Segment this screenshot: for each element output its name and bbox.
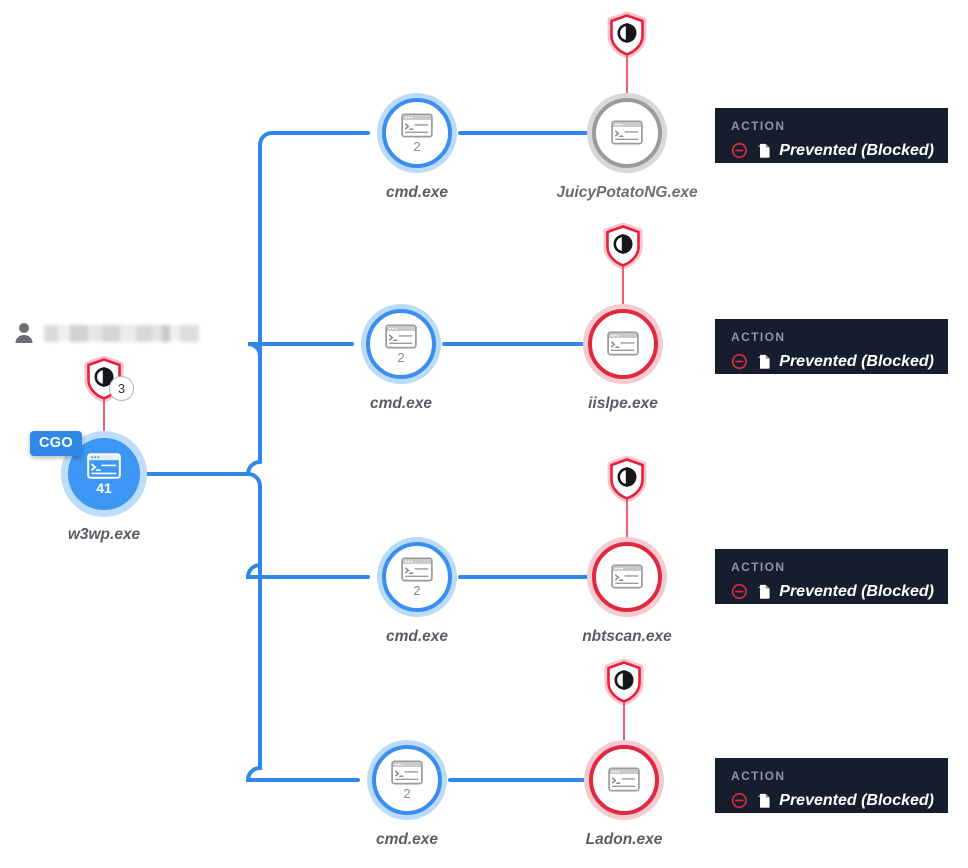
alert-stem [626,52,628,110]
process-node-mid[interactable]: 2 cmd.exe [367,740,447,848]
user-row [14,322,199,344]
action-value: Prevented (Blocked) [779,791,934,809]
node-count: 2 [397,350,405,365]
action-value: Prevented (Blocked) [779,582,934,600]
root-alert-badge[interactable]: 3 [83,355,134,474]
node-count: 41 [96,480,112,496]
node-label: Ladon.exe [585,831,663,848]
terminal-icon [401,113,433,138]
node-label: w3wp.exe [67,526,141,543]
process-node-leaf[interactable]: JuicyPotatoNG.exe [556,93,698,201]
alert-count-badge: 3 [109,376,134,401]
alert-stem [622,263,624,321]
circle-minus-icon [731,583,747,600]
shield-alert-icon [604,658,644,706]
node-count: 2 [413,139,421,154]
leaf-alert-badge[interactable] [606,11,648,110]
node-label: cmd.exe [385,184,449,201]
process-node-mid[interactable]: 2 cmd.exe [377,93,457,201]
terminal-icon [385,324,417,349]
action-title: ACTION [731,560,786,574]
node-label: JuicyPotatoNG.exe [556,184,698,201]
leaf-alert-badge[interactable] [603,658,645,757]
person-icon [15,323,33,343]
process-node-leaf[interactable]: iislpe.exe [583,304,663,412]
circle-minus-icon [731,353,747,370]
action-value: Prevented (Blocked) [779,352,934,370]
node-ring [587,537,667,617]
action-tooltip: ACTION Prevented (Blocked) [715,108,948,163]
file-icon [758,143,770,158]
shield-alert-icon [607,11,647,59]
cgo-badge[interactable]: CGO [30,431,82,456]
action-title: ACTION [731,330,786,344]
leaf-alert-badge[interactable] [602,222,644,321]
action-title: ACTION [731,119,786,133]
process-node-mid[interactable]: 2 cmd.exe [377,537,457,645]
file-icon [758,584,770,599]
terminal-icon [608,767,640,791]
file-icon [758,354,770,369]
circle-minus-icon [731,792,747,809]
node-ring: 2 [377,93,457,173]
terminal-icon [391,760,423,785]
node-ring: 2 [361,304,441,384]
node-ring [583,304,663,384]
action-title: ACTION [731,769,786,783]
process-node-mid[interactable]: 2 cmd.exe [361,304,441,412]
node-label: cmd.exe [375,831,439,848]
user-name-redacted [44,324,199,342]
file-icon [758,793,770,808]
node-ring: 2 [377,537,457,617]
node-ring [584,740,664,820]
shield-alert-icon [607,455,647,503]
terminal-icon [611,564,643,588]
node-label: cmd.exe [385,628,449,645]
node-count: 2 [413,583,421,598]
node-label: iislpe.exe [588,395,658,412]
terminal-icon [607,331,639,355]
alert-stem [623,699,625,757]
leaf-alert-badge[interactable] [606,455,648,554]
node-label: nbtscan.exe [582,628,672,645]
node-ring [587,93,667,173]
terminal-icon [87,453,121,479]
circle-minus-icon [731,142,747,159]
action-value: Prevented (Blocked) [779,141,934,159]
action-tooltip: ACTION Prevented (Blocked) [715,758,948,813]
node-ring: 2 [367,740,447,820]
process-node-leaf[interactable]: nbtscan.exe [582,537,672,645]
terminal-icon [401,557,433,582]
alert-stem [626,496,628,554]
node-count: 2 [403,786,411,801]
node-label: cmd.exe [369,395,433,412]
process-node-leaf[interactable]: Ladon.exe [584,740,664,848]
action-tooltip: ACTION Prevented (Blocked) [715,549,948,604]
action-tooltip: ACTION Prevented (Blocked) [715,319,948,374]
shield-alert-icon [603,222,643,270]
terminal-icon [611,120,643,144]
